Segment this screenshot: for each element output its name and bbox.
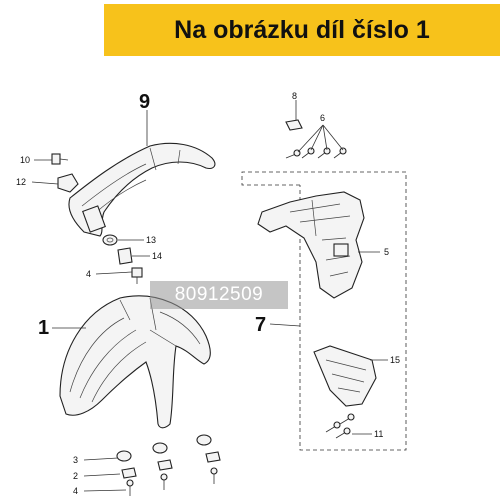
callout-10: 10 xyxy=(20,155,30,165)
callout-8: 8 xyxy=(292,91,297,101)
part-11-screws xyxy=(325,413,355,439)
callout-11: 11 xyxy=(374,429,383,439)
leader-lines xyxy=(31,100,388,492)
part-3-grommets xyxy=(116,434,212,462)
part-8-nut xyxy=(285,119,303,131)
callout-4-lower: 4 xyxy=(73,486,78,496)
callout-3: 3 xyxy=(73,455,78,465)
part-1-front-mudguard xyxy=(59,295,211,429)
part-number-watermark: 80912509 xyxy=(150,281,288,309)
part-5-license-plate-holder xyxy=(257,191,365,299)
callout-7: 7 xyxy=(255,314,266,336)
part-4-screw-upper xyxy=(131,267,143,284)
callout-12: 12 xyxy=(16,177,26,187)
callout-13: 13 xyxy=(146,235,156,245)
callout-15: 15 xyxy=(390,355,400,365)
callout-9: 9 xyxy=(139,91,150,113)
callout-4-upper: 4 xyxy=(86,269,91,279)
part-15-reflector-bracket xyxy=(313,345,377,407)
callout-5: 5 xyxy=(384,247,389,257)
banner-title: Na obrázku díl číslo 1 xyxy=(174,16,430,44)
part-10-bolt xyxy=(51,153,69,165)
title-banner: Na obrázku díl číslo 1 xyxy=(104,4,500,56)
part-12-clip xyxy=(57,173,79,193)
part-9-fender-bracket xyxy=(68,142,216,237)
callout-1: 1 xyxy=(38,317,49,339)
callout-14: 14 xyxy=(152,251,162,261)
callout-6: 6 xyxy=(320,113,325,123)
part-13-nut xyxy=(102,234,118,246)
part-4-screws-lower xyxy=(126,467,218,496)
part-14-grommet xyxy=(117,247,133,265)
part-6-screws xyxy=(285,147,347,159)
assembly-7-dashed-boundary xyxy=(241,171,407,451)
part-2-nuts xyxy=(121,451,221,479)
callout-2: 2 xyxy=(73,471,78,481)
